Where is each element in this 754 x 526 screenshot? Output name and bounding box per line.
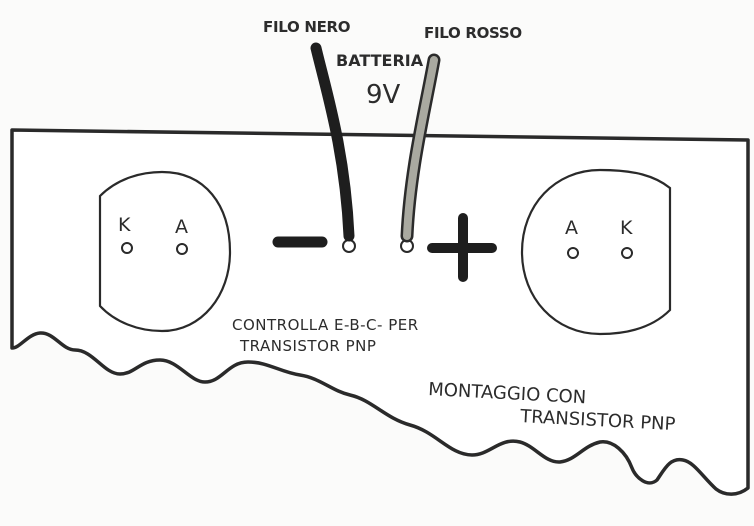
right-socket-a-hole (567, 247, 579, 259)
battery-voltage: 9V (366, 80, 401, 110)
black-wire (310, 42, 355, 242)
left-socket-circle (98, 170, 232, 333)
red-wire (403, 56, 438, 240)
board-outline (10, 128, 750, 496)
right-socket-circle (520, 168, 672, 336)
right-socket-a-label: A (565, 217, 578, 239)
red-wire-label: FILO ROSSO (424, 24, 522, 42)
left-socket-k-label: K (118, 214, 131, 236)
left-socket-a-label: A (175, 216, 188, 238)
left-socket-k-hole (121, 242, 133, 254)
battery-label: BATTERIA (336, 51, 424, 70)
check-note-line2: TRANSISTOR PNP (239, 337, 376, 355)
left-socket-a-hole (176, 243, 188, 255)
right-socket-k-label: K (620, 217, 633, 239)
right-socket-k-hole (621, 247, 633, 259)
black-wire-label: FILO NERO (263, 18, 350, 36)
check-note-line1: CONTROLLA E-B-C- PER (232, 316, 419, 334)
